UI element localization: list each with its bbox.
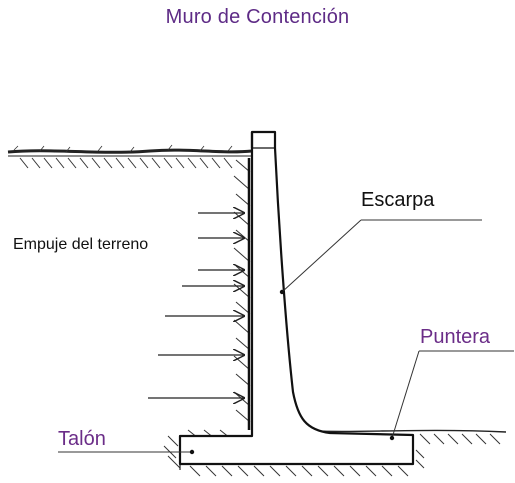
retaining-wall-section (178, 130, 415, 466)
talon-label: Talón (58, 428, 106, 450)
backfill-hatching (233, 159, 251, 423)
earth-pressure-arrows (148, 213, 244, 398)
ground-surface (7, 144, 253, 169)
leader-lines (58, 219, 514, 453)
toe-ground-line (315, 429, 507, 433)
puntera-label: Puntera (420, 326, 491, 348)
earth-pressure-label: Empuje del terreno (13, 236, 149, 253)
diagram-title: Muro de Contención (165, 6, 350, 28)
leader-dots (189, 289, 395, 455)
escarpa-label: Escarpa (361, 189, 435, 211)
